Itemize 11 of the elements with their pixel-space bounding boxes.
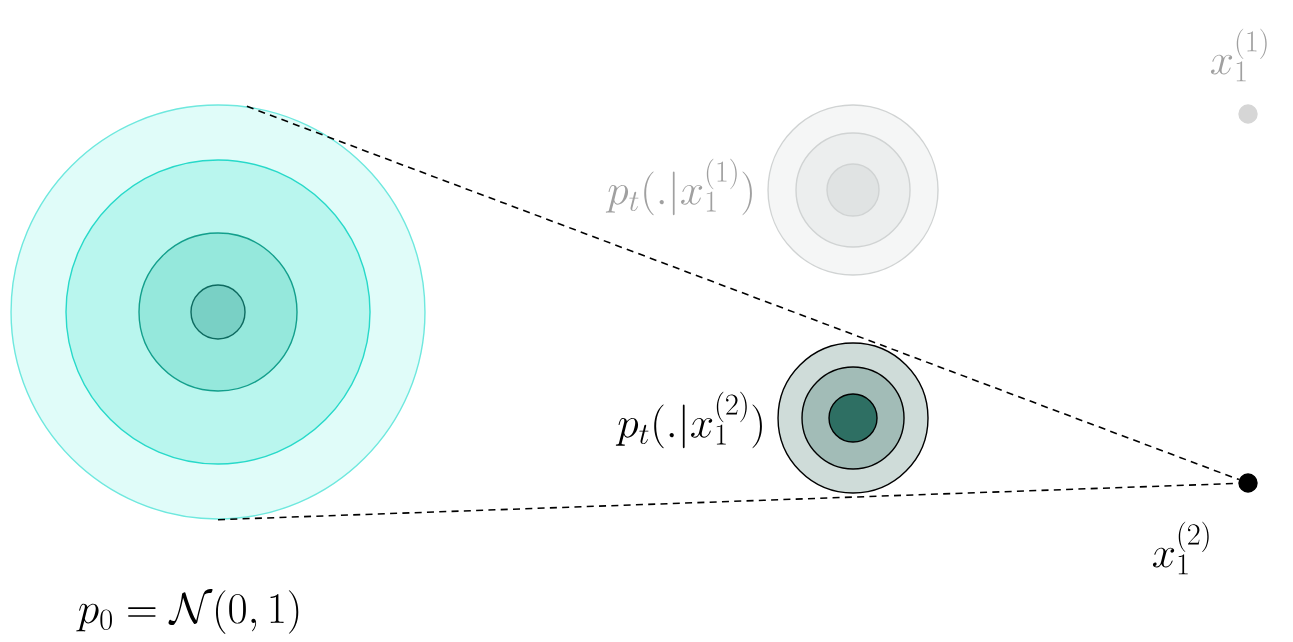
point-marker bbox=[1238, 473, 1258, 493]
math-label: $x_1^{(1)}$ bbox=[1210, 28, 1267, 82]
math-label: $p_0 = \mathcal{N}(0,1)$ bbox=[76, 589, 299, 634]
math-label: $p_t(.|x_1^{(1)})$ bbox=[605, 158, 752, 216]
distribution-circles bbox=[777, 342, 929, 494]
math-label: $p_t(.|x_1^{(2)})$ bbox=[615, 391, 762, 449]
distribution-circles bbox=[767, 104, 939, 276]
distribution-circles bbox=[10, 104, 426, 520]
dashed-line bbox=[246, 105, 1240, 481]
point-marker bbox=[1238, 104, 1258, 124]
math-label: $x_1^{(2)}$ bbox=[1152, 521, 1209, 575]
